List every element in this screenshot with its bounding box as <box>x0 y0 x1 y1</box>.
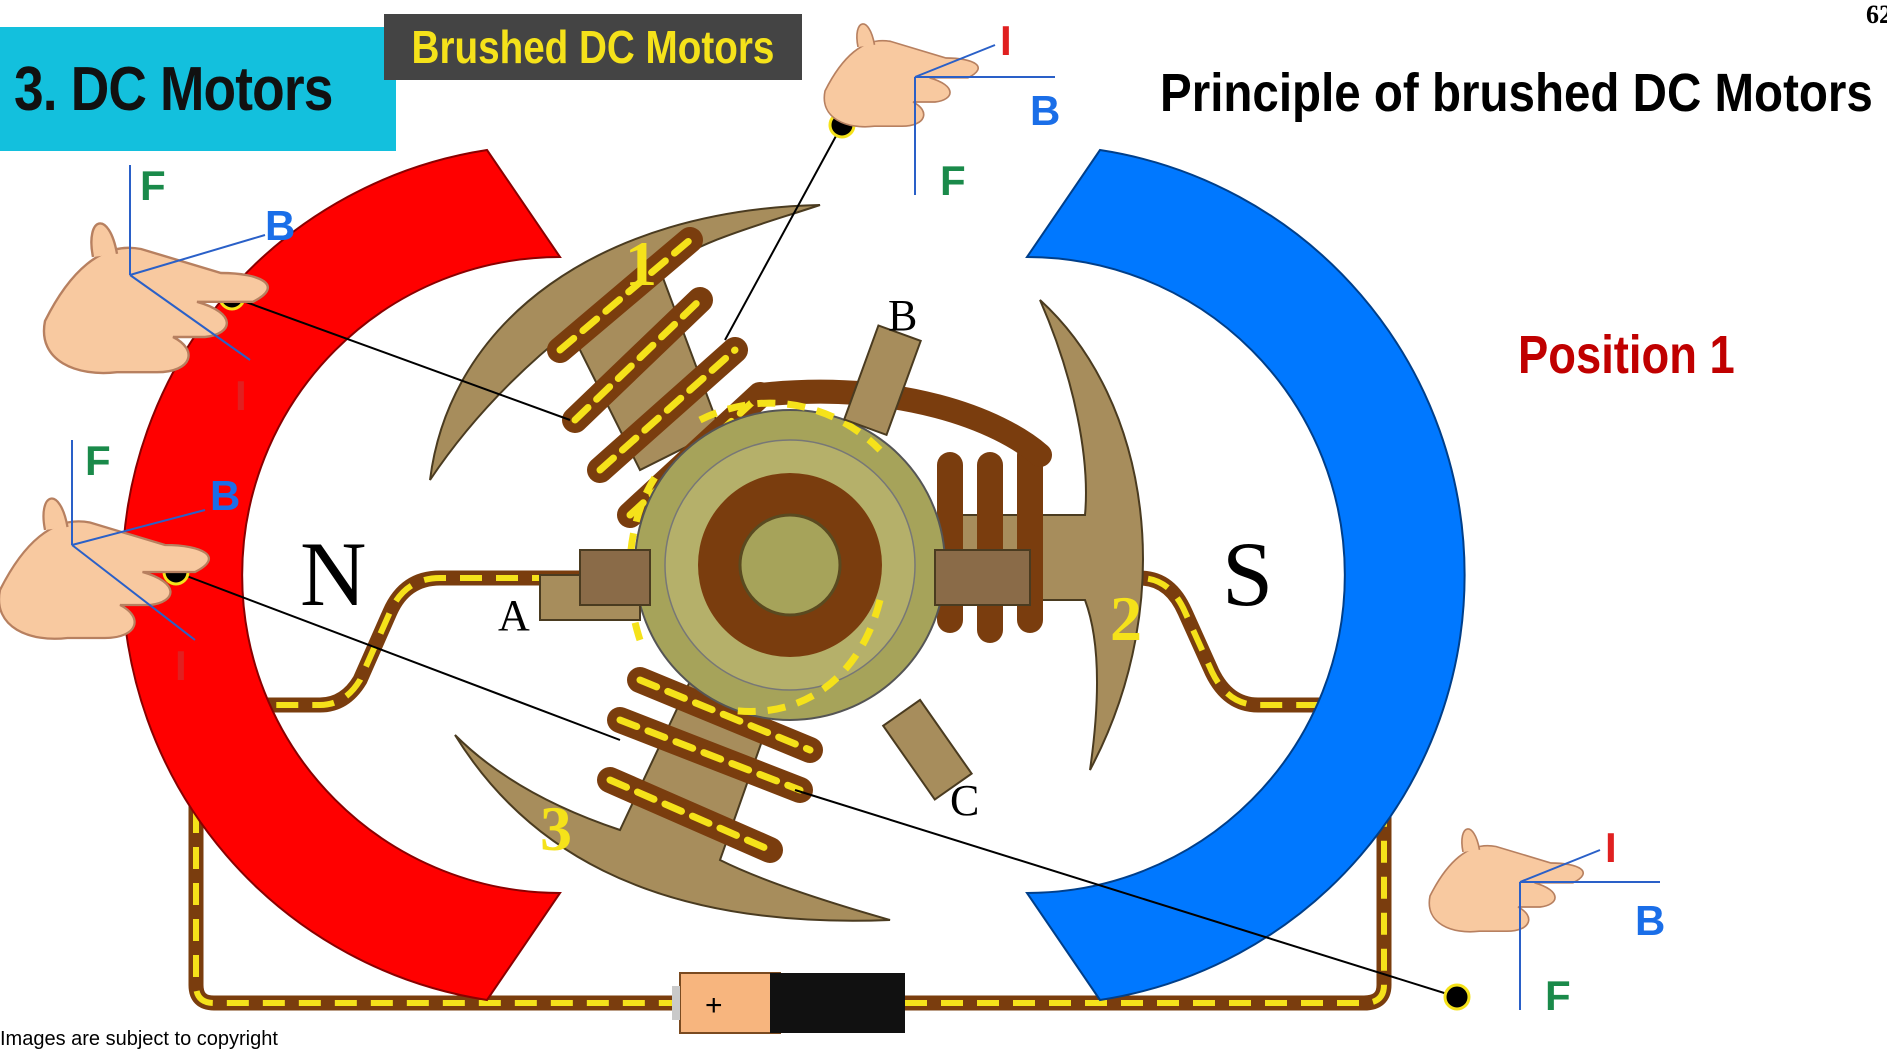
coil-3-label: 3 <box>540 793 572 864</box>
south-label: S <box>1222 523 1273 625</box>
svg-text:F: F <box>1545 972 1571 1019</box>
copyright-notice: Images are subject to copyright <box>0 1028 278 1050</box>
page-number: 62 <box>1866 0 1887 29</box>
svg-text:B: B <box>1635 897 1665 944</box>
svg-text:F: F <box>85 437 111 484</box>
subtitle-text: Brushed DC Motors <box>411 21 775 73</box>
subtitle-tag: Brushed DC Motors <box>384 14 802 80</box>
rotor-armature <box>429 204 1144 922</box>
position-label: Position 1 <box>1518 325 1735 385</box>
brush-c <box>881 698 974 801</box>
hand-rule-lower-left: F B I <box>0 437 240 689</box>
pointer-dots <box>162 111 1471 1011</box>
hand-rule-top: I B F <box>823 17 1060 204</box>
hand-rule-bottom-right: I B F <box>1428 824 1665 1019</box>
battery: + <box>672 972 905 1034</box>
brush-b-label: B <box>888 291 917 340</box>
svg-text:I: I <box>1605 824 1617 871</box>
svg-text:I: I <box>235 372 247 419</box>
commutator <box>626 399 946 721</box>
svg-text:B: B <box>1030 87 1060 134</box>
battery-plus-terminal: + <box>705 989 723 1022</box>
pointer-lines <box>175 124 1458 998</box>
svg-text:F: F <box>140 162 166 209</box>
brush-a <box>539 574 641 621</box>
svg-text:B: B <box>265 202 295 249</box>
brush-a-label: A <box>498 591 530 640</box>
svg-text:B: B <box>210 472 240 519</box>
coil-windings <box>547 227 1052 863</box>
south-pole-magnet <box>1025 148 1466 1002</box>
svg-text:I: I <box>175 642 187 689</box>
section-tag: 3. DC Motors <box>0 27 396 151</box>
coil-1-label: 1 <box>625 228 657 299</box>
brush-c-label: C <box>950 776 979 825</box>
north-label: N <box>300 523 366 625</box>
hand-rule-upper-left: F B I <box>42 162 295 419</box>
brushes <box>539 324 1031 801</box>
svg-text:I: I <box>1000 17 1012 64</box>
circuit-wire <box>188 570 1392 1011</box>
svg-text:F: F <box>940 157 966 204</box>
north-pole-magnet <box>121 148 562 1002</box>
page-title: Principle of brushed DC Motors <box>1160 63 1873 123</box>
section-title: 3. DC Motors <box>14 54 333 124</box>
brush-b <box>842 324 922 437</box>
coil-2-label: 2 <box>1110 583 1142 654</box>
